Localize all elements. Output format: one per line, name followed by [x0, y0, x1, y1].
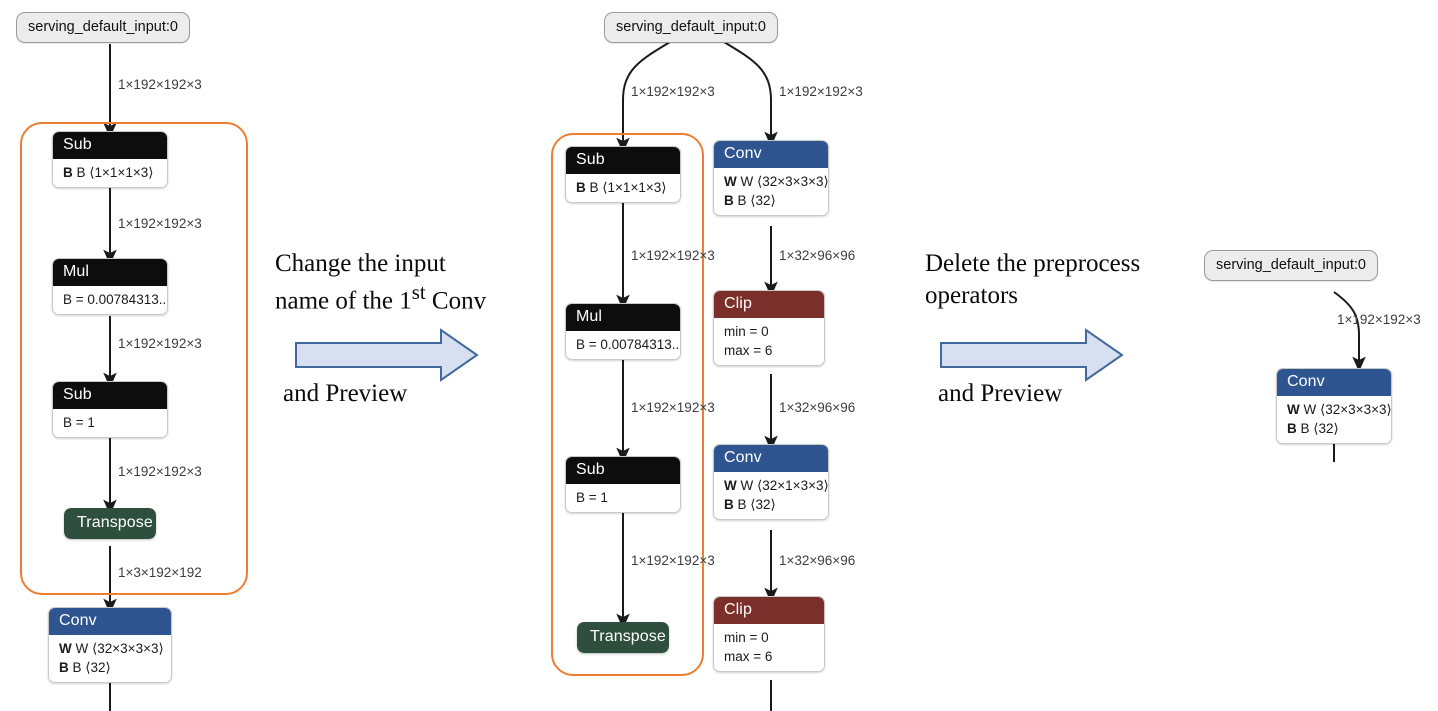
node-attr: B ⟨1×1×1×3⟩	[589, 180, 667, 195]
node-body: B B ⟨1×1×1×3⟩	[53, 159, 167, 187]
edge-label: 1×32×96×96	[779, 553, 856, 568]
annotation-1-caption: and Preview	[283, 380, 408, 407]
node-attr: B ⟨32⟩	[72, 660, 111, 675]
node-mul-left[interactable]: Mul B = 0.00784313...	[52, 258, 168, 315]
node-conv-left[interactable]: Conv W W ⟨32×3×3×3⟩ B B ⟨32⟩	[48, 607, 172, 683]
node-transpose-middle[interactable]: Transpose	[577, 622, 669, 653]
edge-label: 1×192×192×3	[118, 216, 202, 231]
node-conv-2-middle[interactable]: Conv W W ⟨32×1×3×3⟩ B B ⟨32⟩	[713, 444, 829, 520]
edge-label: 1×3×192×192	[118, 565, 202, 580]
node-body: B B ⟨1×1×1×3⟩	[566, 174, 680, 202]
process-arrow-1	[295, 328, 479, 382]
edge-label: 1×192×192×3	[631, 84, 715, 99]
node-attr: W ⟨32×3×3×3⟩	[740, 174, 829, 189]
node-body: W W ⟨32×1×3×3⟩ B B ⟨32⟩	[714, 472, 828, 519]
node-sub-1-middle[interactable]: Sub B B ⟨1×1×1×3⟩	[565, 146, 681, 203]
node-header: Mul	[566, 304, 680, 331]
node-header: Sub	[566, 147, 680, 174]
process-arrow-2	[940, 328, 1124, 382]
io-node-input-middle[interactable]: serving_default_input:0	[604, 12, 778, 43]
node-clip-1-middle[interactable]: Clip min = 0 max = 6	[713, 290, 825, 366]
annotation-2-line1: Delete the preprocess	[925, 250, 1141, 277]
edge-label: 1×192×192×3	[1337, 312, 1421, 327]
io-node-input-left[interactable]: serving_default_input:0	[16, 12, 190, 43]
node-attr: B ⟨32⟩	[1300, 421, 1339, 436]
node-header: Sub	[53, 132, 167, 159]
annotation-1-line2-post: Conv	[425, 287, 487, 315]
edge-label: 1×192×192×3	[118, 464, 202, 479]
node-header: Clip	[714, 597, 824, 624]
node-header: Transpose	[577, 622, 669, 653]
node-header: Conv	[714, 141, 828, 168]
node-conv-1-middle[interactable]: Conv W W ⟨32×3×3×3⟩ B B ⟨32⟩	[713, 140, 829, 216]
node-attr: B = 1	[63, 415, 95, 430]
node-mul-middle[interactable]: Mul B = 0.00784313...	[565, 303, 681, 360]
node-body: W W ⟨32×3×3×3⟩ B B ⟨32⟩	[49, 635, 171, 682]
node-attr: max = 6	[724, 649, 773, 664]
node-attr: B = 1	[576, 490, 608, 505]
node-attr: W ⟨32×3×3×3⟩	[1303, 402, 1392, 417]
node-header: Conv	[49, 608, 171, 635]
annotation-1-line2-pre: name of the 1	[275, 287, 412, 315]
node-attr: B = 0.00784313...	[63, 292, 168, 307]
node-body: B = 1	[566, 484, 680, 512]
node-clip-2-middle[interactable]: Clip min = 0 max = 6	[713, 596, 825, 672]
annotation-1-line2-sup: st	[411, 280, 426, 304]
annotation-2-line2: operators	[925, 282, 1019, 309]
node-header: Clip	[714, 291, 824, 318]
node-attr: W ⟨32×1×3×3⟩	[740, 478, 829, 493]
annotation-1-line1: Change the input	[275, 250, 446, 277]
edge-label: 1×192×192×3	[779, 84, 863, 99]
node-body: min = 0 max = 6	[714, 318, 824, 365]
node-header: Mul	[53, 259, 167, 286]
edge-label: 1×192×192×3	[118, 77, 202, 92]
io-node-input-right[interactable]: serving_default_input:0	[1204, 250, 1378, 281]
node-header: Sub	[566, 457, 680, 484]
node-body: B = 0.00784313...	[53, 286, 167, 314]
node-body: B = 0.00784313...	[566, 331, 680, 359]
annotation-1-line2: name of the 1st Conv	[275, 280, 486, 315]
node-attr: B = 0.00784313...	[576, 337, 681, 352]
node-header: Transpose	[64, 508, 156, 539]
edge-label: 1×32×96×96	[779, 248, 856, 263]
node-attr: B ⟨1×1×1×3⟩	[76, 165, 154, 180]
node-transpose-left[interactable]: Transpose	[64, 508, 156, 539]
edge-label: 1×192×192×3	[631, 248, 715, 263]
node-attr: min = 0	[724, 324, 769, 339]
node-attr: B ⟨32⟩	[737, 193, 776, 208]
node-header: Conv	[1277, 369, 1391, 396]
node-attr: min = 0	[724, 630, 769, 645]
node-body: min = 0 max = 6	[714, 624, 824, 671]
node-header: Sub	[53, 382, 167, 409]
node-sub-2-middle[interactable]: Sub B = 1	[565, 456, 681, 513]
node-sub-1-left[interactable]: Sub B B ⟨1×1×1×3⟩	[52, 131, 168, 188]
edge-label: 1×192×192×3	[631, 400, 715, 415]
node-body: W W ⟨32×3×3×3⟩ B B ⟨32⟩	[714, 168, 828, 215]
node-attr: W ⟨32×3×3×3⟩	[75, 641, 164, 656]
node-body: W W ⟨32×3×3×3⟩ B B ⟨32⟩	[1277, 396, 1391, 443]
node-sub-2-left[interactable]: Sub B = 1	[52, 381, 168, 438]
node-attr: B ⟨32⟩	[737, 497, 776, 512]
node-attr: max = 6	[724, 343, 773, 358]
node-conv-right[interactable]: Conv W W ⟨32×3×3×3⟩ B B ⟨32⟩	[1276, 368, 1392, 444]
edge-label: 1×192×192×3	[118, 336, 202, 351]
node-body: B = 1	[53, 409, 167, 437]
edge-label: 1×32×96×96	[779, 400, 856, 415]
edge-label: 1×192×192×3	[631, 553, 715, 568]
node-header: Conv	[714, 445, 828, 472]
annotation-2-caption: and Preview	[938, 380, 1063, 407]
